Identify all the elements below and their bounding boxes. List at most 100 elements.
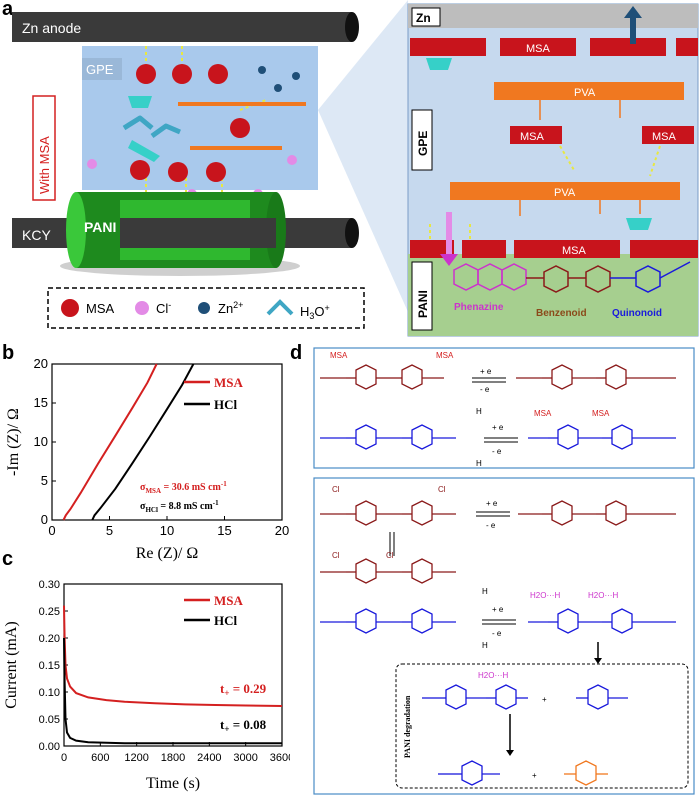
d-degradation-label: PANI degradation: [403, 695, 412, 758]
gpe-label: GPE: [86, 62, 114, 77]
chart-b-ytick-label: 20: [34, 356, 48, 371]
zoom-pani-layer: [408, 254, 698, 336]
d-minus-e-1: - e: [480, 385, 490, 394]
zoom-msa-blocks-top: [410, 38, 698, 56]
zoom-cone: [318, 0, 408, 312]
chart-c-ytick-label: 0.30: [39, 579, 60, 591]
d-h2o-label-1: H2O···H: [530, 591, 560, 600]
chart-b-sigma-msa: σMSA = 30.6 mS cm-1: [140, 480, 227, 495]
d-minus-e-3: - e: [486, 521, 496, 530]
d-emeraldine-base: [320, 424, 456, 450]
legend-h3o-swatch: [266, 299, 294, 316]
kcy-label: KCY: [22, 227, 51, 243]
chart-b-line-hcl: [91, 363, 195, 521]
zoom-msa-label-mid1: MSA: [520, 131, 545, 143]
d-cl-label-1: Cl: [332, 485, 340, 494]
chart-b-ytick-label: 15: [34, 395, 48, 410]
chart-b-line-msa: [62, 363, 158, 521]
d-cl-chain-1: [320, 500, 456, 526]
panel-letter-c: c: [2, 548, 14, 570]
d-h2o-label-3: H2O···H: [478, 671, 508, 680]
with-msa-label: With MSA: [37, 136, 52, 194]
chart-c-xtick-label: 2400: [197, 752, 221, 764]
pani-label: PANI: [84, 219, 116, 235]
d-cl-label-4: Cl: [386, 551, 394, 560]
chart-c-xtick-label: 600: [91, 752, 109, 764]
zoom-phenazine-label: Phenazine: [454, 302, 504, 313]
d-plus-e-3: + e: [486, 499, 498, 508]
chart-b-legend-msa: MSA: [214, 375, 244, 390]
chart-c-legend: MSA HCl: [184, 593, 244, 628]
zoom-msa-blocks-bottom: [410, 240, 698, 258]
zoom-pani-label: PANI: [416, 290, 430, 318]
chart-b-ytick-label: 0: [41, 512, 48, 527]
d-plus-sign-1: +: [542, 695, 547, 704]
zoom-pva-label-bottom: PVA: [554, 187, 576, 199]
chart-b-legend-hcl: HCl: [214, 397, 238, 412]
d-cl-chain-2: [320, 558, 456, 584]
legend-zn-label: Zn2+: [218, 300, 243, 316]
zoom-pani-structure: [453, 261, 691, 293]
msa-spheres: [130, 64, 250, 182]
zoom-msa-label-mid2: MSA: [652, 131, 677, 143]
d-msa-chain-doped: [320, 364, 444, 390]
d-degradation-products-2: [438, 760, 608, 786]
d-plus-e-2: + e: [492, 423, 504, 432]
chart-c-line-hcl: [63, 637, 282, 745]
panel-letter-b: b: [2, 342, 15, 364]
d-plus-e-1: + e: [480, 367, 492, 376]
d-plus-e-4: + e: [492, 605, 504, 614]
chart-b-xlabel: Re (Z)/ Ω: [136, 545, 199, 562]
chart-c-line-msa: [63, 605, 283, 707]
zn-ions: [258, 66, 300, 92]
chart-b-xtick-label: 5: [106, 523, 113, 538]
chart-c: 0600120018002400300036000.000.050.100.15…: [3, 579, 290, 792]
chart-b-xtick-label: 10: [160, 523, 174, 538]
h3o-ions: [122, 115, 181, 139]
d-protonated-chain: [528, 424, 676, 450]
zoom-msa-label-bottom: MSA: [562, 245, 587, 257]
chart-c-ytick-label: 0.00: [39, 741, 60, 753]
d-plus-sign-2: +: [532, 771, 537, 780]
d-minus-e-2: - e: [492, 447, 502, 456]
chart-c-ytick-label: 0.25: [39, 606, 60, 618]
d-hplus-4: H: [482, 641, 488, 650]
pva-chain-2: [190, 146, 282, 150]
zn-anode-rod: [12, 12, 352, 42]
panel-letter-a: a: [2, 0, 14, 20]
d-leuco-chain-2: [518, 500, 676, 526]
chart-b-ytick-label: 10: [34, 434, 48, 449]
zoom-benzenoid-label: Benzenoid: [536, 308, 587, 319]
d-msa-label-1: MSA: [330, 351, 348, 360]
legend-msa-swatch: [61, 299, 79, 317]
chart-b-frame: [51, 363, 283, 521]
chart-c-xtick-label: 0: [61, 752, 67, 764]
chart-c-ytick-label: 0.15: [39, 660, 60, 672]
zoom-pva-bottom: [450, 182, 680, 200]
d-hydrated-chain: [528, 608, 676, 634]
zoom-pva-top: [494, 82, 684, 100]
zn-anode-label: Zn anode: [22, 20, 81, 36]
chart-c-tplus-msa: t+ = 0.29: [220, 681, 267, 698]
zoom-zn-layer: [408, 4, 698, 28]
chart-c-tplus-hcl: t+ = 0.08: [220, 717, 267, 734]
chart-c-xtick-label: 1800: [161, 752, 185, 764]
chart-c-ylabel: Current (mA): [3, 621, 20, 709]
zoom-quinonoid-label: Quinonoid: [612, 308, 662, 319]
chart-c-ytick-label: 0.10: [39, 687, 60, 699]
chart-c-xtick-label: 3000: [233, 752, 257, 764]
d-h2o-label-2: H2O···H: [588, 591, 618, 600]
panel-a-figure: Zn anode GPE With MSA KCY P: [12, 0, 699, 337]
panel-d-figure: MSA MSA + e - e H + e - e H MSA MSA Cl C…: [313, 347, 695, 795]
chart-b-xtick-label: 20: [275, 523, 289, 538]
panel-letter-d: d: [290, 342, 303, 364]
d-minus-e-4: - e: [492, 629, 502, 638]
d-msa-label-3: MSA: [534, 409, 552, 418]
legend-msa-label: MSA: [86, 301, 115, 316]
legend-cl-label: Cl-: [156, 300, 171, 316]
d-hplus-3: H: [482, 587, 488, 596]
chart-c-ytick-label: 0.20: [39, 633, 60, 645]
with-msa-box: [32, 95, 56, 201]
d-cl-label-3: Cl: [332, 551, 340, 560]
chart-c-ytick-label: 0.05: [39, 714, 60, 726]
